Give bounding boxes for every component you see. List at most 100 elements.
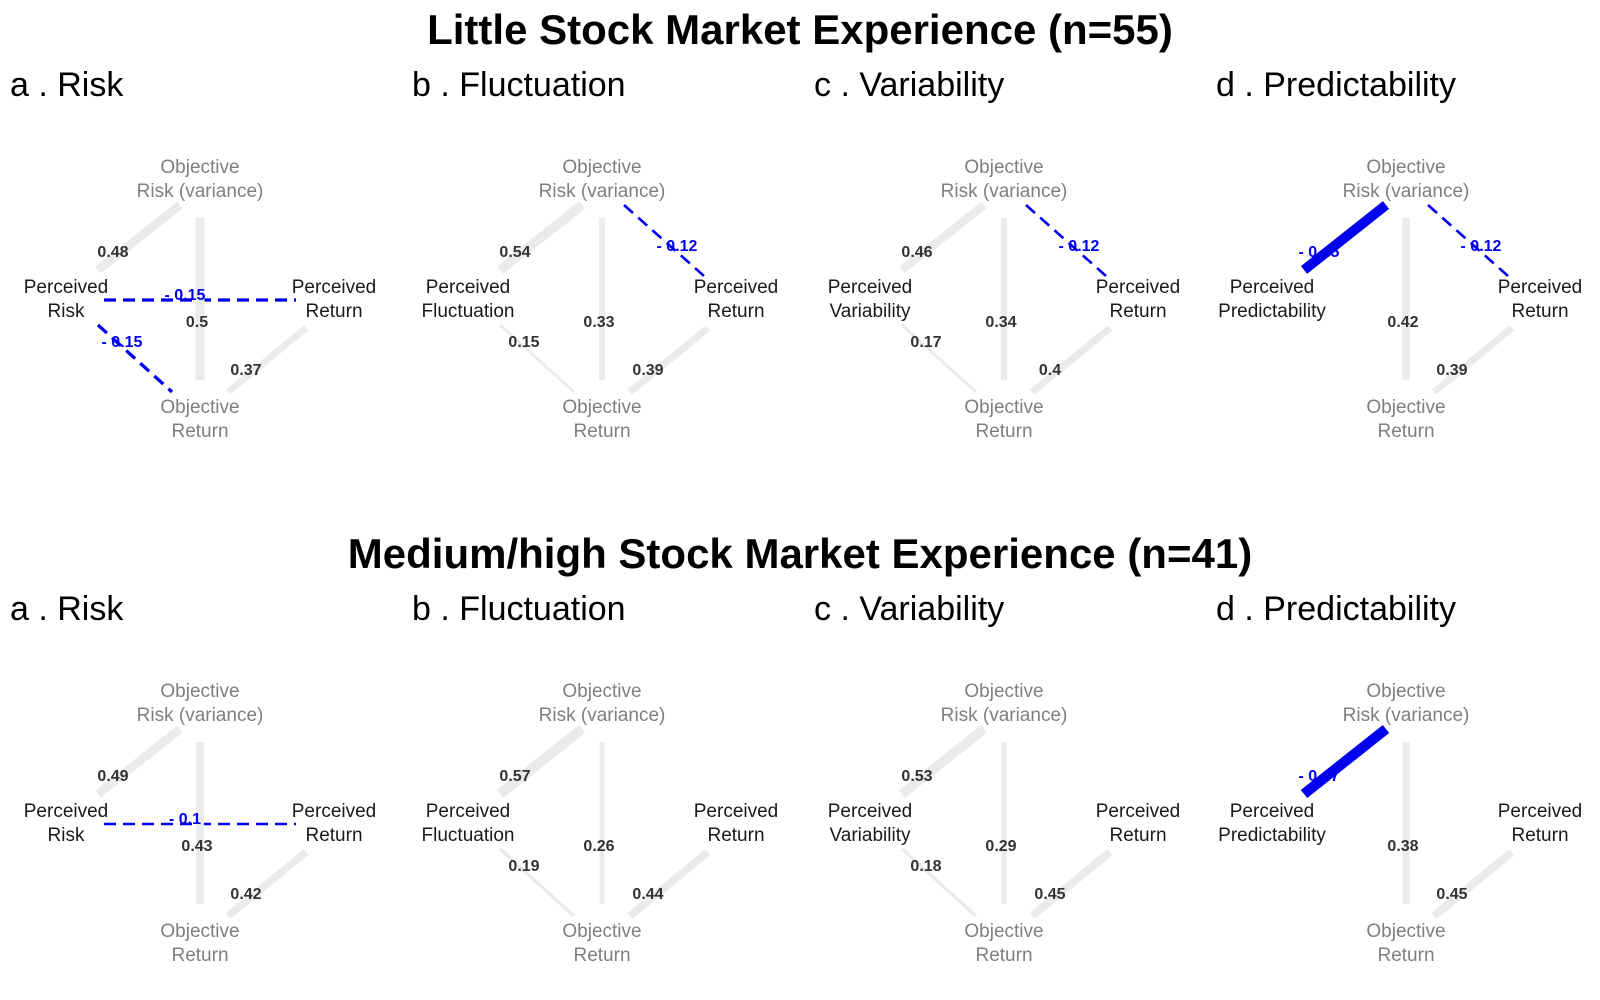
node-label-line: Perceived	[292, 277, 377, 298]
node-label-line: Risk (variance)	[941, 181, 1068, 202]
node-label-line: Risk (variance)	[137, 705, 264, 726]
node-label-line: Fluctuation	[422, 301, 515, 322]
edge-label: 0.44	[632, 886, 663, 903]
edge-labels: 0.54- 0.120.330.150.39	[499, 238, 697, 379]
edge-label: - 0.15	[165, 287, 206, 304]
edge-obj_risk-perceived	[496, 201, 586, 274]
edge-obj_risk-perceived	[899, 201, 987, 274]
panel-title: d . Predictability	[1216, 590, 1456, 628]
edge-label: 0.39	[632, 362, 663, 379]
node-label-line: Perceived	[694, 801, 779, 822]
node-label-line: Return	[1109, 301, 1166, 322]
node-label-line: Perceived	[292, 801, 377, 822]
edge-label: 0.45	[1034, 886, 1065, 903]
panel-title: a . Risk	[10, 590, 124, 628]
edge-perceived-obj_return	[499, 323, 575, 394]
edge-label: - 0.47	[1299, 768, 1340, 785]
node-label-line: Perceived	[694, 277, 779, 298]
node-label-line: Perceived	[1230, 277, 1315, 298]
node-label-line: Risk (variance)	[941, 705, 1068, 726]
edge-perceived-obj_return	[498, 847, 576, 918]
edge-label: 0.5	[186, 314, 208, 331]
edge-perceived-obj_return	[900, 323, 978, 394]
node-label-line: Perceived	[828, 277, 913, 298]
panel-title: d . Predictability	[1216, 66, 1456, 104]
node-label-line: Perceived	[1498, 277, 1583, 298]
edge-label: 0.4	[1039, 362, 1061, 379]
node-label-line: Predictability	[1218, 301, 1326, 322]
node-label-line: Perceived	[1096, 801, 1181, 822]
edge-label: 0.15	[508, 334, 539, 351]
edge-label: 0.43	[181, 838, 212, 855]
node-label-line: Return	[707, 825, 764, 846]
panel-title: a . Risk	[10, 66, 124, 104]
edge-label: 0.18	[910, 858, 941, 875]
edge-obj_risk-perceived	[1300, 201, 1390, 274]
edge-obj_risk-perceived	[1300, 724, 1390, 799]
edge-label: 0.49	[97, 768, 128, 785]
edge-label: 0.46	[901, 244, 932, 261]
edges	[95, 725, 309, 919]
node-label-line: Objective	[964, 921, 1043, 942]
edge-label: - 0.1	[169, 811, 201, 828]
edge-label: 0.33	[583, 314, 614, 331]
node-label-line: Objective	[964, 157, 1043, 178]
edge-labels: 0.46- 0.120.340.170.4	[901, 238, 1099, 379]
edge-labels: 0.49 - 0.1 0.43 0.42	[97, 768, 261, 903]
edge-label: 0.38	[1387, 838, 1418, 855]
edges	[899, 725, 1113, 920]
edge-label: - 0.12	[1461, 238, 1502, 255]
section-2: Medium/high Stock Market Experience (n=4…	[10, 530, 1582, 966]
node-label-line: Risk	[48, 301, 85, 322]
node-label-line: Objective	[160, 157, 239, 178]
edges	[1300, 724, 1515, 920]
edge-label: - 0.12	[1059, 238, 1100, 255]
node-label-line: Variability	[830, 301, 911, 322]
edge-label: 0.39	[1436, 362, 1467, 379]
node-label-line: Return	[305, 825, 362, 846]
edge-label: - 0.45	[1299, 244, 1340, 261]
node-label-line: Risk (variance)	[1343, 181, 1470, 202]
edge-label: 0.45	[1436, 886, 1467, 903]
node-label-line: Predictability	[1218, 825, 1326, 846]
section-1: Little Stock Market Experience (n=55) a .…	[10, 6, 1582, 442]
node-label-line: Objective	[964, 681, 1043, 702]
panel-d: d . Predictability- 0.45- 0.120.420.39Ob…	[1216, 66, 1582, 442]
node-label-line: Objective	[1366, 157, 1445, 178]
edge-label: 0.37	[230, 362, 261, 379]
edge-perceived-obj_return	[900, 847, 978, 918]
edge-labels: 0.570.260.190.44	[499, 768, 663, 903]
node-label-line: Perceived	[1096, 277, 1181, 298]
node-label-line: Variability	[830, 825, 911, 846]
panel-d: d . Predictability- 0.470.380.45Objectiv…	[1216, 590, 1582, 966]
edge-obj_return-perceived_return	[627, 325, 711, 395]
edge-label: 0.42	[1387, 314, 1418, 331]
edge-label: 0.42	[230, 886, 261, 903]
node-label-line: Return	[305, 301, 362, 322]
node-label-line: Return	[1511, 825, 1568, 846]
edge-obj_risk-perceived	[95, 725, 183, 798]
edges	[95, 201, 309, 395]
edge-label: 0.54	[499, 244, 530, 261]
edge-obj_risk-perceived	[496, 724, 586, 799]
panel-title: b . Fluctuation	[412, 66, 626, 104]
edge-obj_return-perceived_return	[1431, 848, 1515, 920]
section-title: Little Stock Market Experience (n=55)	[427, 6, 1173, 53]
node-label-line: Perceived	[1230, 801, 1315, 822]
